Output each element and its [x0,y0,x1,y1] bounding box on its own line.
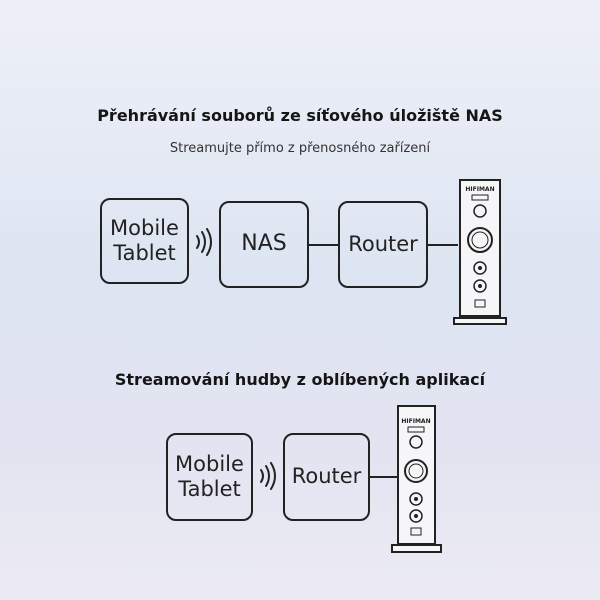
tablet-label: Tablet [113,241,176,265]
mobile-label: Mobile [110,215,179,240]
wifi-icon [260,462,276,490]
nas-box: NAS [219,201,309,288]
wifi-icon [196,228,212,256]
streamer-device-icon: HIFIMAN [453,179,507,325]
streamer-device-icon: HIFIMAN [391,405,442,553]
router-box: Router [338,201,428,288]
mobile-tablet-box: Mobile Tablet [166,433,253,521]
section2-title: Streamování hudby z oblíbených aplikací [114,370,486,389]
section1-title: Přehrávání souborů ze síťového úložiště … [97,106,503,125]
mobile-tablet-box: Mobile Tablet [100,198,189,284]
nas-label: NAS [241,231,287,257]
speaker-brand: HIFIMAN [401,418,430,425]
speaker-brand: HIFIMAN [465,186,494,193]
router-label: Router [348,231,418,256]
router-box: Router [283,433,370,521]
connector-line [370,476,400,478]
connector-line [309,244,339,246]
tablet-label: Tablet [178,477,241,501]
connector-line [428,244,458,246]
section1-subtitle: Streamujte přímo z přenosného zařízení [169,141,431,156]
mobile-label: Mobile [175,451,244,476]
router-label: Router [291,464,362,489]
